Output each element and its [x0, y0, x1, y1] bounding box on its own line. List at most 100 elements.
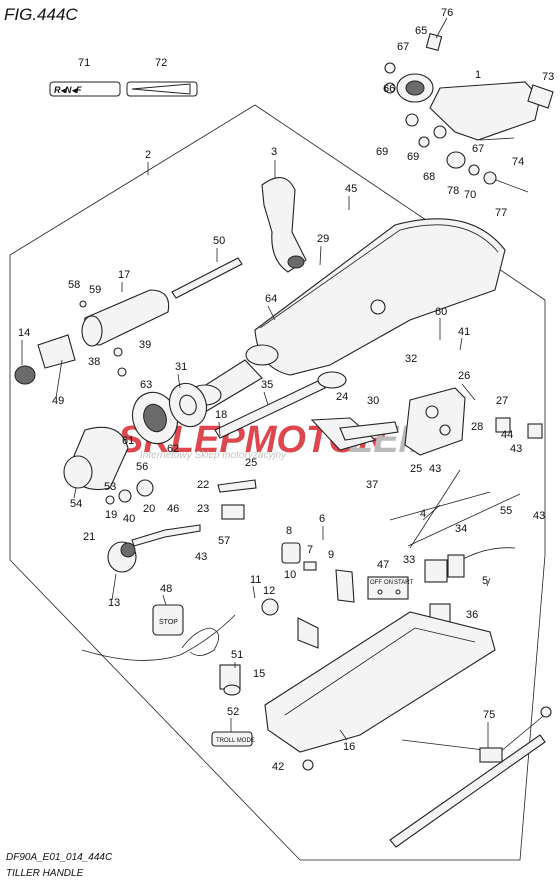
callout-18: 18: [215, 409, 227, 421]
callout-14: 14: [18, 327, 30, 339]
callout-10: 10: [284, 569, 296, 581]
callout-22: 22: [197, 479, 209, 491]
callout-45: 45: [345, 183, 357, 195]
ignition-switch: [281, 542, 355, 603]
switch-off-label: OFF: [370, 580, 382, 586]
callout-33: 33: [403, 554, 415, 566]
callout-2: 2: [145, 149, 151, 161]
svg-text:R◂N◂F: R◂N◂F: [54, 85, 82, 95]
callout-7: 7: [307, 544, 313, 556]
figure-name: TILLER HANDLE: [6, 868, 84, 879]
callout-35: 35: [261, 379, 273, 391]
callout-53: 53: [104, 481, 116, 493]
linkage-arms: [131, 479, 257, 547]
callout-20: 20: [143, 503, 155, 515]
callout-6: 6: [319, 513, 325, 525]
callout-54: 54: [70, 498, 82, 510]
callout-41: 41: [458, 326, 470, 338]
callout-72: 72: [155, 57, 167, 69]
callout-25-b: 25: [410, 463, 422, 475]
callout-42: 42: [272, 761, 284, 773]
shift-lever: [261, 177, 307, 273]
callout-1: 1: [475, 69, 481, 81]
callout-4: 4: [420, 508, 426, 520]
switch-start-label: START: [394, 580, 413, 586]
stop-button-text: STOP: [159, 619, 178, 626]
callout-59: 59: [89, 284, 101, 296]
callout-69: 69: [407, 151, 419, 163]
throttle-rod: [171, 257, 243, 299]
callout-21: 21: [83, 531, 95, 543]
callout-48: 48: [160, 583, 172, 595]
callout-63: 63: [140, 379, 152, 391]
callout-36: 36: [466, 609, 478, 621]
callout-51: 51: [231, 649, 243, 661]
callout-31: 31: [175, 361, 187, 373]
callout-64: 64: [265, 293, 277, 305]
lower-cover: [264, 611, 496, 753]
ignition-switch-panel: OFF ON START: [367, 576, 413, 600]
callout-27: 27: [496, 395, 508, 407]
callout-37: 37: [366, 479, 378, 491]
callout-57: 57: [218, 535, 230, 547]
callout-38: 38: [88, 356, 100, 368]
callout-5: 5: [482, 575, 488, 587]
callout-19: 19: [105, 509, 117, 521]
callout-67: 67: [397, 41, 409, 53]
shift-indicator-decal-72: [126, 81, 198, 97]
switch-on-label: ON: [384, 580, 393, 586]
figure-code: DF90A_E01_014_444C: [6, 852, 113, 863]
callout-15: 15: [253, 668, 265, 680]
bolt-42: [302, 759, 314, 771]
stop-button: STOP: [152, 604, 184, 636]
shift-decal-71: R◂N◂F: [49, 81, 121, 97]
throttle-arm: [310, 417, 399, 451]
callout-47: 47: [377, 559, 389, 571]
callout-73: 73: [542, 71, 554, 83]
callout-62: 62: [167, 443, 179, 455]
callout-43: 43: [510, 443, 522, 455]
callout-55: 55: [500, 505, 512, 517]
assembly-frame: [9, 104, 546, 861]
twist-grip: [14, 289, 170, 385]
callout-26: 26: [458, 370, 470, 382]
callout-58: 58: [68, 279, 80, 291]
callout-43-c: 43: [533, 510, 545, 522]
troll-switch: [219, 664, 241, 696]
callout-43-b: 43: [429, 463, 441, 475]
callout-65: 65: [415, 25, 427, 37]
cap-13: [107, 541, 137, 573]
callout-32: 32: [405, 353, 417, 365]
watermark-subtitle: Internetowy Sklep motoryzacyjny: [140, 450, 287, 461]
callout-43-d: 43: [195, 551, 207, 563]
callout-61: 61: [122, 435, 134, 447]
callout-52: 52: [227, 706, 239, 718]
callout-77: 77: [495, 207, 507, 219]
callout-16: 16: [343, 741, 355, 753]
callout-50: 50: [213, 235, 225, 247]
callout-67-b: 67: [472, 143, 484, 155]
callout-24: 24: [336, 391, 348, 403]
callout-44: 44: [501, 429, 513, 441]
stop-lanyard: [81, 598, 319, 661]
callout-74: 74: [512, 156, 524, 168]
callout-9: 9: [328, 549, 334, 561]
callout-76: 76: [441, 7, 453, 19]
callout-8: 8: [286, 525, 292, 537]
wire-harness: [424, 547, 516, 583]
figure-title: FIG.444C: [4, 5, 78, 24]
callout-30: 30: [367, 395, 379, 407]
callout-34: 34: [455, 523, 467, 535]
callout-3: 3: [271, 146, 277, 158]
callout-60: 60: [435, 306, 447, 318]
tiller-extension: [389, 706, 552, 848]
callout-78: 78: [447, 185, 459, 197]
callout-46: 46: [167, 503, 179, 515]
callout-69-b: 69: [376, 146, 388, 158]
shift-module: [404, 387, 543, 456]
callout-66: 66: [383, 83, 395, 95]
callout-75: 75: [483, 709, 495, 721]
callout-12: 12: [263, 585, 275, 597]
callout-40: 40: [123, 513, 135, 525]
